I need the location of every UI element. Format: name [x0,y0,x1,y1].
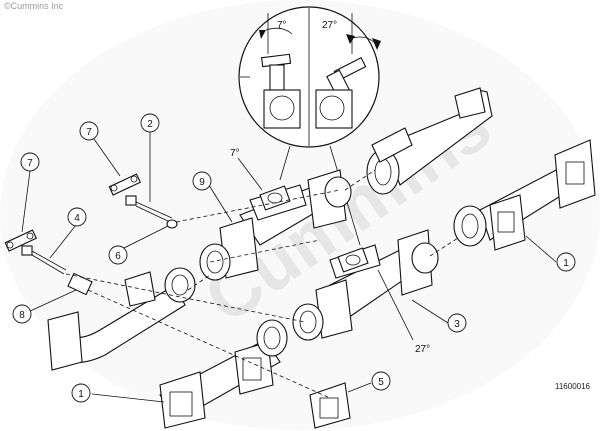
callout-1-lower: 1 [71,383,91,403]
angle-label-upper-flange: 7° [230,148,240,159]
callout-3: 3 [447,313,467,333]
copyright-notice: ©Cummins Inc [4,1,64,11]
detail-angle-left: 7° [277,20,287,31]
callout-7-upper-number: 7 [86,127,92,138]
callout-9-number: 9 [199,177,205,188]
callout-9: 9 [192,171,212,191]
center-exhaust-manifold-lower [292,229,439,341]
callout-8: 8 [12,304,32,324]
callout-2-number: 2 [147,119,153,130]
lock-plate-lower [4,229,38,252]
detail-view: 7° 27° [238,6,381,246]
callout-8-number: 8 [19,310,25,321]
capscrew-upper [125,195,173,223]
callout-1-right-number: 1 [563,258,569,269]
washer [166,219,178,229]
leader-lines [21,132,557,403]
callout-6: 6 [108,245,128,265]
callout-4-number: 4 [74,213,80,224]
detail-angle-right: 27° [322,20,337,31]
callout-7-upper: 7 [79,121,99,141]
fasteners [4,173,178,296]
callouts: 2 7 7 4 6 8 9 1 [12,113,576,403]
center-exhaust-manifold-upper [199,169,352,281]
angle-label-lower-flange: 27° [415,344,430,355]
callout-7-lower-number: 7 [27,158,33,169]
front-exhaust-elbow [47,267,196,371]
callout-3-number: 3 [454,319,460,330]
capscrew-lower [21,245,67,275]
detail-left-flange [259,13,301,129]
callout-5: 5 [371,371,391,391]
assembly-lines [65,169,459,399]
callout-2: 2 [140,113,160,133]
lock-plate-upper [108,173,142,196]
flange-gasket [309,382,351,429]
detail-right-flange [315,13,381,129]
callout-7-lower: 7 [20,152,40,172]
callout-1-lower-number: 1 [78,389,84,400]
callout-6-number: 6 [115,251,121,262]
rear-exhaust-pipe-right [453,139,596,251]
callout-4: 4 [67,207,87,227]
figure-number: 11600016 [555,382,590,391]
front-exhaust-pipe-lower [159,319,288,429]
rear-exhaust-pipe-upper [366,87,493,195]
callout-5-number: 5 [378,377,384,388]
callout-1-right: 1 [556,252,576,272]
